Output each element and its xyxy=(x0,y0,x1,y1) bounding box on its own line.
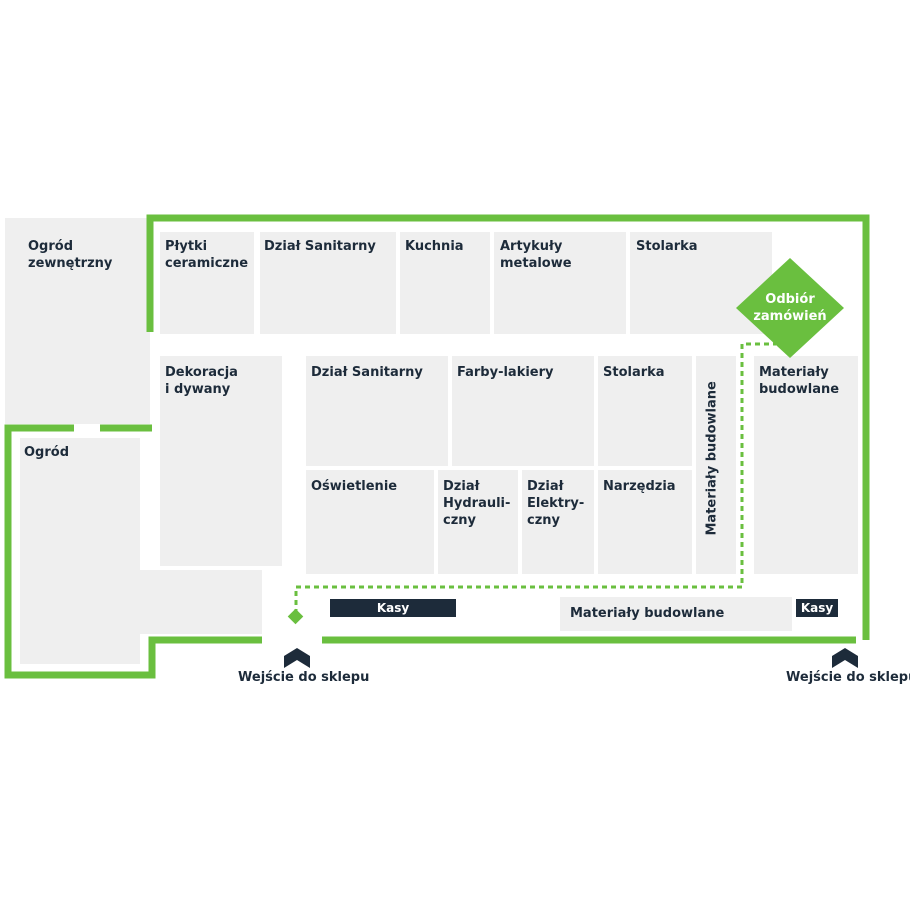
label-hydrauliczny: Dział Hydrauli- czny xyxy=(443,479,511,528)
block-oswietlenie xyxy=(306,470,434,574)
block-kuchnia xyxy=(400,232,490,334)
checkout-right: Kasy xyxy=(796,599,838,617)
label-kuchnia: Kuchnia xyxy=(405,239,464,254)
label-elektryczny: Dział Elektry- czny xyxy=(527,479,585,528)
block-ogrod-lower xyxy=(140,570,262,634)
label-narzedzia: Narzędzia xyxy=(603,479,676,494)
block-hydrauliczny xyxy=(438,470,518,574)
label-ogrod: Ogród xyxy=(24,445,70,460)
route-start-marker xyxy=(287,608,304,625)
wall-main xyxy=(146,214,870,640)
label-artykuly: Artykuły metalowe xyxy=(500,239,572,271)
block-sanitarny-mid xyxy=(306,356,448,466)
block-materialy-right xyxy=(754,356,858,574)
label-dekoracja: Dekoracja i dywany xyxy=(165,365,238,397)
entrance-left-arrow-icon xyxy=(284,648,310,668)
wall-ogrod-top xyxy=(4,424,262,679)
block-artykuly xyxy=(494,232,626,334)
entrance-right-label: Wejście do sklepu xyxy=(786,670,910,685)
label-stolarka-top: Stolarka xyxy=(636,239,698,254)
entrance-right-arrow-icon xyxy=(832,648,858,668)
pickup-badge-label: Odbiór zamówień xyxy=(753,292,827,324)
label-sanitarny-top: Dział Sanitarny xyxy=(264,239,376,254)
block-elektryczny xyxy=(522,470,594,574)
label-oswietlenie: Oświetlenie xyxy=(311,479,398,494)
entrance-left-label: Wejście do sklepu xyxy=(238,670,370,685)
block-materialy-bottom xyxy=(560,597,792,631)
block-ogrod xyxy=(20,438,140,664)
route-path xyxy=(294,342,776,614)
label-sanitarny-mid: Dział Sanitarny xyxy=(311,365,423,380)
block-materialy-vertical xyxy=(696,356,736,574)
block-farby xyxy=(452,356,594,466)
label-plytki: Płytki ceramiczne xyxy=(165,239,249,271)
label-materialy-vertical: Materiały budowlane xyxy=(704,381,720,536)
block-stolarka-mid xyxy=(598,356,692,466)
block-ogrod-zewnetrzny xyxy=(20,232,140,418)
label-stolarka-mid: Stolarka xyxy=(603,365,665,380)
label-materialy-bottom: Materiały budowlane xyxy=(570,606,725,621)
label-materialy-right: Materiały budowlane xyxy=(759,365,840,397)
block-dekoracja xyxy=(160,356,282,566)
label-farby: Farby-lakiery xyxy=(457,365,554,380)
block-plytki xyxy=(160,232,254,334)
block-narzedzia xyxy=(598,470,692,574)
block-sanitarny-top xyxy=(260,232,396,334)
checkout-left: Kasy xyxy=(330,599,456,617)
pickup-badge-shape xyxy=(736,258,844,358)
label-ogrod-zewnetrzny: Ogród zewnętrzny xyxy=(28,239,113,271)
